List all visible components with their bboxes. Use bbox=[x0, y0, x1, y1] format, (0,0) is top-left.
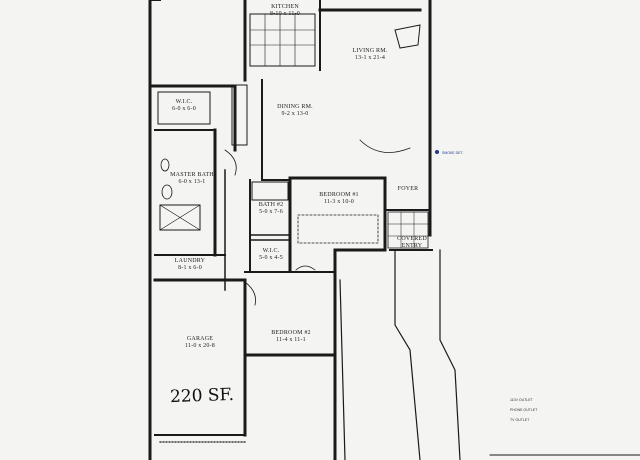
shower bbox=[159, 204, 201, 231]
room-bedroom-master-size: 11-3 x 10-0 bbox=[324, 199, 354, 205]
foyer-tiles bbox=[387, 211, 429, 249]
master-closet bbox=[297, 214, 379, 244]
room-dining: DINING RM. 9-2 x 13-0 bbox=[260, 104, 330, 118]
room-kitchen: KITCHEN 8-10 x 11-0 bbox=[255, 4, 315, 18]
room-living-name: LIVING RM. bbox=[352, 48, 388, 54]
room-garage-size: 11-0 x 20-8 bbox=[185, 343, 215, 349]
drive-left bbox=[339, 279, 346, 460]
handwritten-area-note: 220 SF. bbox=[169, 384, 235, 408]
room-bedroom2-size: 11-4 x 11-1 bbox=[276, 337, 306, 343]
room-foyer: FOYER bbox=[390, 186, 426, 193]
shower-x bbox=[159, 204, 201, 231]
room-dining-name: DINING RM. bbox=[277, 104, 313, 110]
bath2-tub bbox=[251, 181, 289, 201]
kitchen-counter bbox=[249, 13, 316, 67]
toilet-master bbox=[160, 158, 170, 172]
room-master-bath-name: MASTER BATH bbox=[170, 172, 214, 178]
foyer-tile-grid bbox=[387, 211, 429, 249]
door-arc-1 bbox=[224, 149, 237, 176]
room-wic2-size: 5-0 x 4-5 bbox=[259, 255, 283, 261]
room-bedroom2-name: BEDROOM #2 bbox=[271, 330, 311, 336]
room-living-size: 13-1 x 21-4 bbox=[354, 55, 386, 61]
room-bath2-name: BATH #2 bbox=[258, 202, 284, 208]
room-laundry-name: LAUNDRY bbox=[174, 258, 206, 264]
room-garage: GARAGE 11-0 x 20-8 bbox=[170, 336, 230, 350]
room-foyer-name: FOYER bbox=[397, 186, 419, 192]
sofa-sketch bbox=[394, 24, 421, 49]
room-laundry-size: 8-1 x 6-0 bbox=[178, 265, 202, 271]
room-laundry: LAUNDRY 8-1 x 6-0 bbox=[160, 258, 220, 272]
door-arc-3 bbox=[295, 265, 316, 271]
room-wic2: W.I.C. 5-0 x 4-5 bbox=[254, 248, 288, 262]
room-wic-size: 6-0 x 6-0 bbox=[172, 106, 196, 112]
room-master-bath: MASTER BATH 6-0 x 13-1 bbox=[168, 172, 216, 186]
room-garage-name: GARAGE bbox=[186, 336, 214, 342]
door-arc-2 bbox=[244, 281, 256, 306]
room-bedroom-master: BEDROOM #1 11-3 x 10-0 bbox=[300, 192, 378, 206]
room-bedroom-master-name: BEDROOM #1 bbox=[319, 192, 359, 198]
legend-item: TV OUTLET bbox=[510, 418, 530, 422]
closet-dining bbox=[231, 84, 248, 146]
tub-master bbox=[161, 184, 173, 200]
room-bedroom2: BEDROOM #2 11-4 x 11-1 bbox=[258, 330, 324, 344]
smoke-detector-mark bbox=[435, 150, 439, 154]
room-living: LIVING RM. 13-1 x 21-4 bbox=[335, 48, 405, 62]
room-bath2-size: 5-0 x 7-6 bbox=[259, 209, 283, 215]
room-covered-entry-name: COVERED ENTRY bbox=[397, 236, 427, 249]
room-dining-size: 9-2 x 13-0 bbox=[281, 111, 309, 117]
room-kitchen-size: 8-10 x 11-0 bbox=[270, 11, 300, 17]
room-kitchen-name: KITCHEN bbox=[271, 4, 299, 10]
walkway bbox=[394, 249, 461, 460]
room-master-bath-size: 6-0 x 13-1 bbox=[178, 179, 206, 185]
legend-item: PHONE OUTLET bbox=[510, 408, 538, 412]
annotation-note: SMOKE DET. bbox=[442, 151, 464, 155]
legend-item: 110V OUTLET bbox=[510, 398, 533, 402]
room-bath2: BATH #2 5-0 x 7-6 bbox=[253, 202, 289, 216]
legend: 110V OUTLET PHONE OUTLET TV OUTLET bbox=[510, 398, 538, 422]
room-covered-entry: COVERED ENTRY bbox=[392, 236, 432, 250]
room-wic-name: W.I.C. bbox=[175, 99, 193, 105]
kitchen-grid bbox=[249, 13, 316, 67]
room-wic: W.I.C. 6-0 x 6-0 bbox=[160, 99, 208, 113]
room-wic2-name: W.I.C. bbox=[262, 248, 280, 254]
fireplace-sketch bbox=[359, 139, 411, 153]
wic-closet bbox=[157, 91, 211, 125]
